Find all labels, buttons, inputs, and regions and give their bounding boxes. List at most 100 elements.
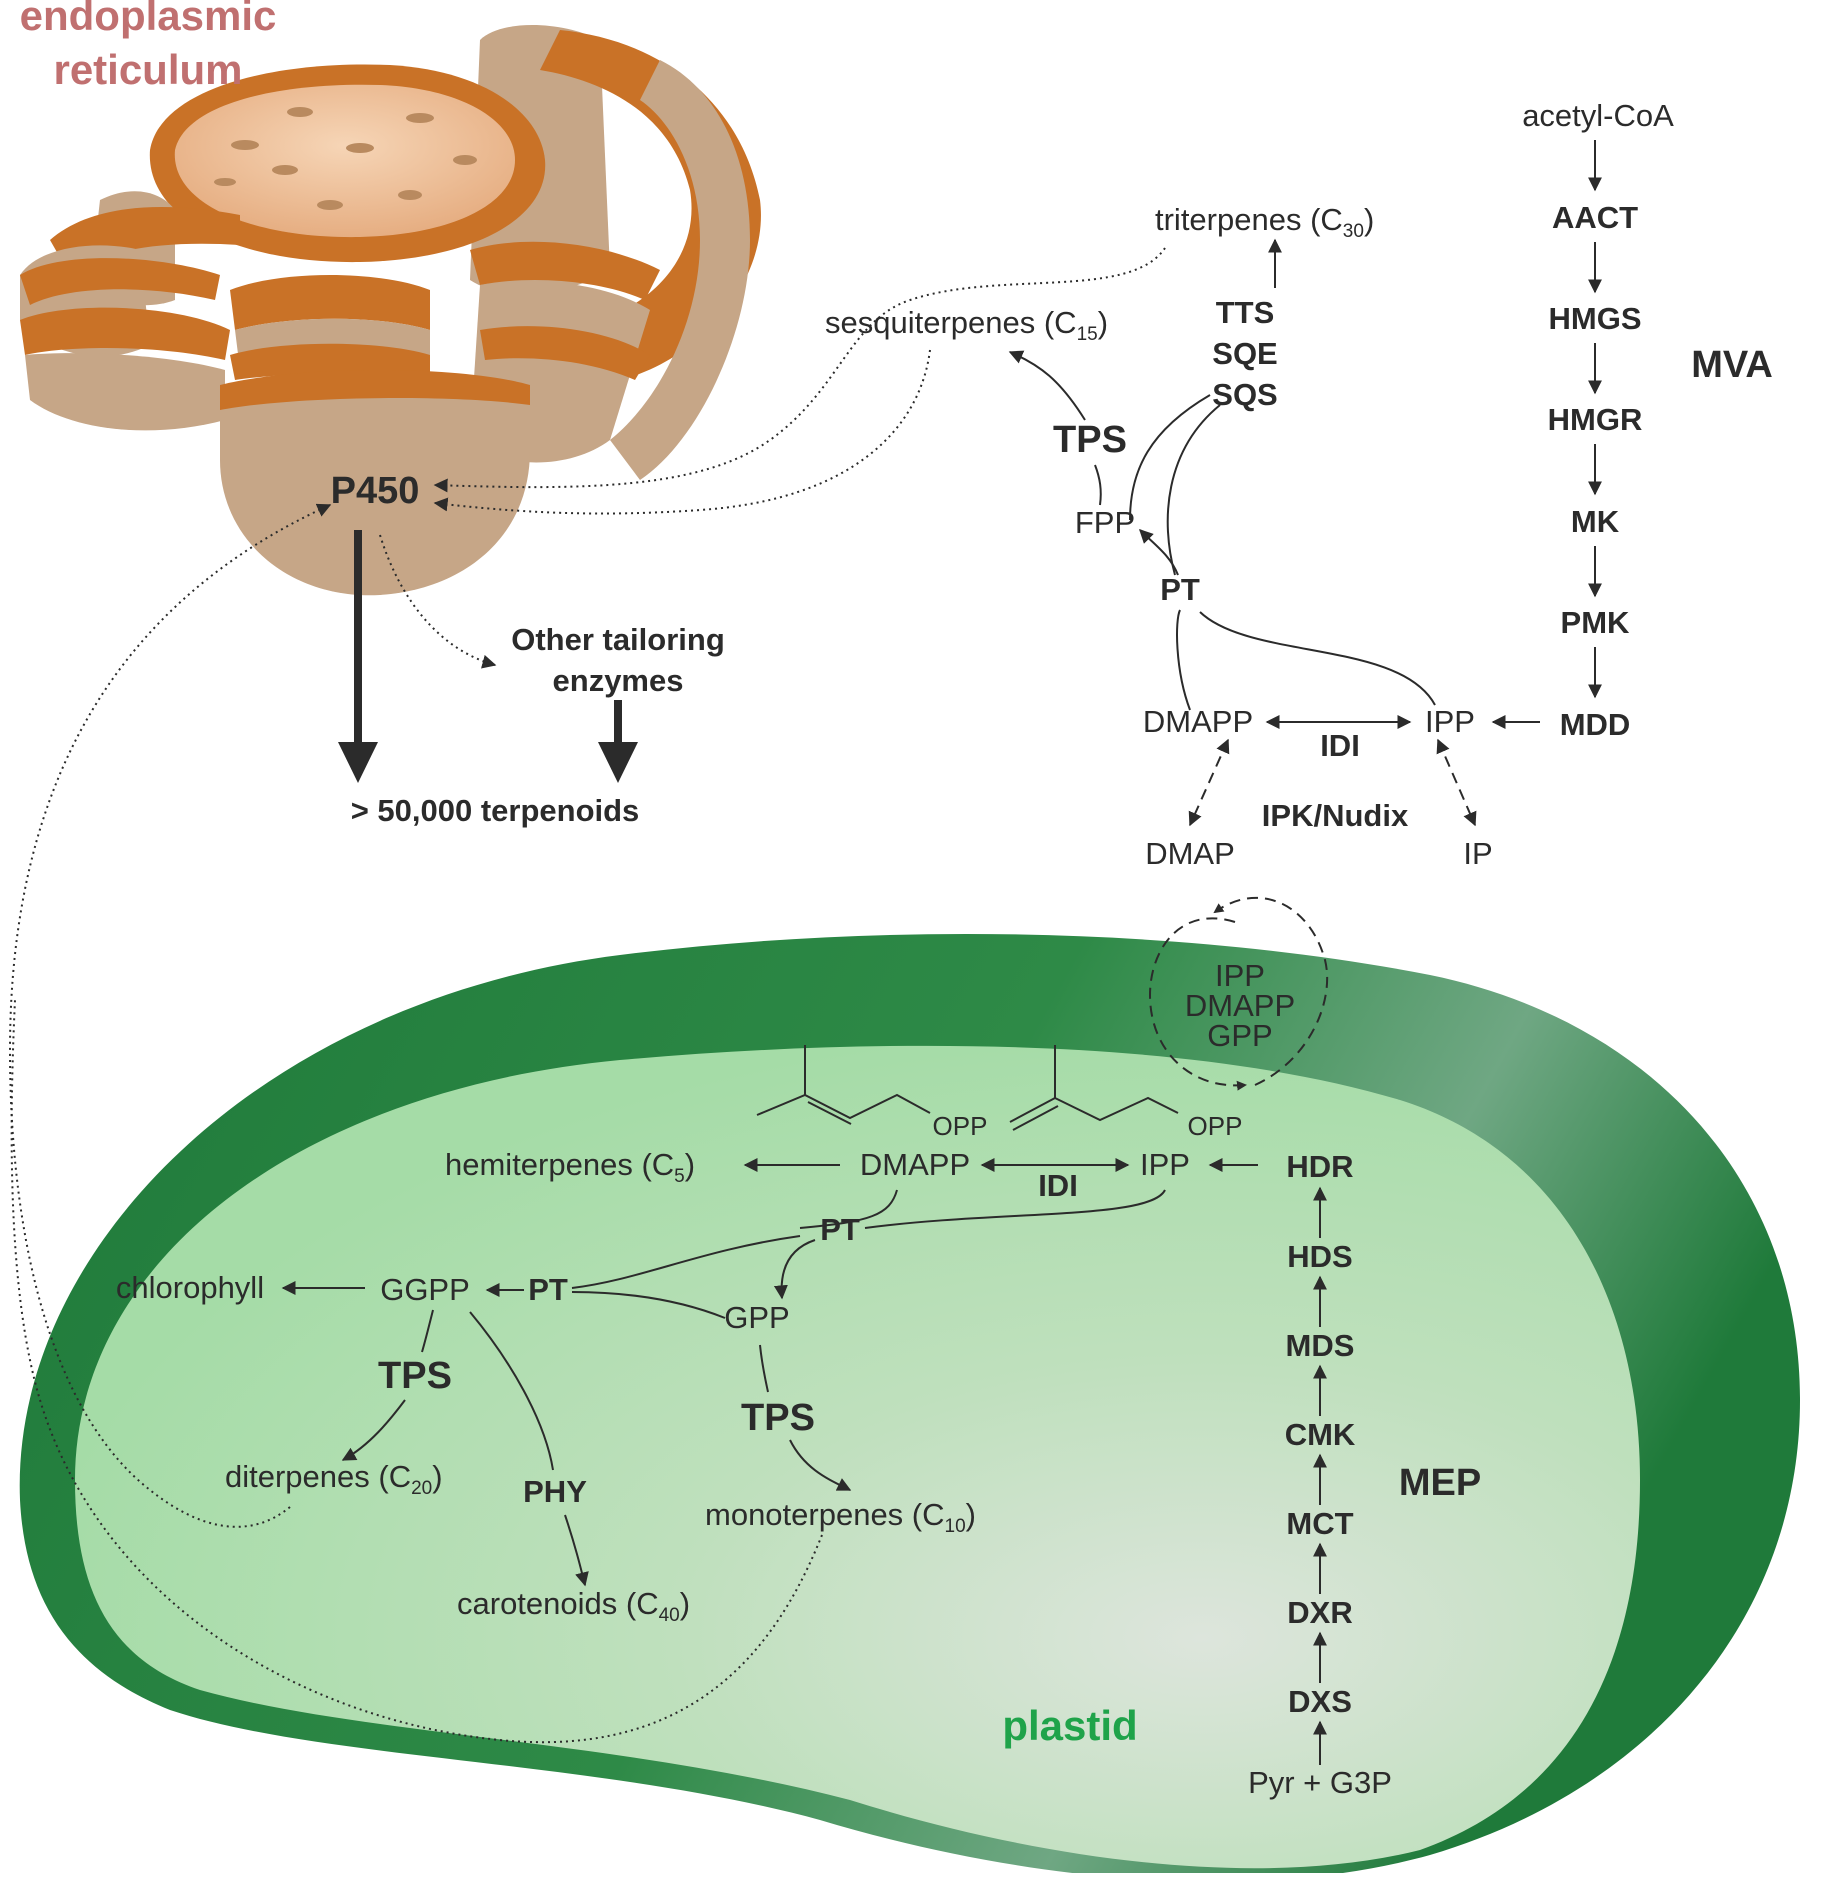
mep-enzyme-dxs: DXS	[1288, 1684, 1352, 1719]
dmapp-to-pt	[1176, 609, 1191, 711]
plastid-compartment	[19, 933, 1800, 1878]
mva-enzyme-mdd: MDD	[1560, 707, 1631, 742]
mep-phy: PHY	[523, 1474, 587, 1509]
gpp-to-tps	[759, 1344, 769, 1393]
tps-to-monoterpenes	[789, 1439, 852, 1491]
mva-tts: TTS	[1216, 295, 1275, 330]
mva-idi: IDI	[1320, 728, 1360, 763]
tps-to-diterpenes	[341, 1399, 406, 1461]
er-cisterna	[20, 258, 220, 305]
pyr-g3p-label: Pyr + G3P	[1248, 1765, 1392, 1800]
mep-pt-lower: PT	[528, 1272, 568, 1307]
mep-ggpp: GGPP	[380, 1272, 470, 1307]
p450-dotted-connectors	[8, 247, 1166, 1744]
transport-dmapp: DMAPP	[1185, 988, 1295, 1023]
dmapp-to-pt	[799, 1189, 898, 1229]
mep-pathway-label: MEP	[1399, 1462, 1481, 1504]
monoterpenes-label: monoterpenes (C10)	[705, 1497, 976, 1537]
fpp-to-sqs-1	[1129, 394, 1211, 521]
mva-pathway-label: MVA	[1691, 344, 1773, 386]
er-sheet	[25, 353, 225, 431]
dmapp-structure: OPP	[756, 1045, 988, 1141]
ggpp-to-tps	[421, 1309, 434, 1353]
tps-to-sesquiterpenes	[1008, 350, 1086, 421]
mep-tps-gpp: TPS	[741, 1397, 815, 1439]
other-enzymes-line1: Other tailoring	[511, 622, 725, 657]
mep-enzyme-mds: MDS	[1286, 1328, 1355, 1363]
er-label-line1: endoplasmic	[20, 0, 277, 39]
ipp-to-pt	[864, 1189, 1166, 1229]
transport-ipp: IPP	[1215, 958, 1265, 993]
mep-enzyme-cmk: CMK	[1285, 1417, 1356, 1452]
mep-enzyme-column: Pyr + G3P DXS DXR MCT CMK MDS HDS HDR	[1248, 1149, 1392, 1800]
mva-enzyme-hmgr: HMGR	[1548, 402, 1643, 437]
mva-ip: IP	[1463, 836, 1492, 871]
er-front-sheet	[220, 385, 530, 596]
fpp-to-tps	[1094, 464, 1102, 506]
sesquiterpenes-label: sesquiterpenes (C15)	[825, 305, 1108, 345]
upper-pt-to-lower-pt	[571, 1235, 801, 1289]
mep-ipp: IPP	[1140, 1147, 1190, 1182]
mva-dmap: DMAP	[1145, 836, 1235, 871]
transport-shuttle: IPP DMAPP GPP	[1148, 896, 1329, 1091]
big-output-arrows	[338, 530, 638, 783]
er-cisterna	[470, 241, 660, 300]
mep-enzyme-dxr: DXR	[1287, 1595, 1352, 1630]
er-label-line2: reticulum	[53, 46, 242, 93]
mva-tps: TPS	[1053, 419, 1127, 461]
mva-enzyme-hmgs: HMGS	[1549, 301, 1642, 336]
mva-ipp: IPP	[1425, 704, 1475, 739]
ggpp-to-phy	[469, 1311, 554, 1471]
er-cisterna	[480, 326, 650, 380]
mva-enzyme-mk: MK	[1571, 504, 1620, 539]
mva-enzyme-aact: AACT	[1552, 200, 1638, 235]
mep-gpp: GPP	[724, 1300, 789, 1335]
acetyl-coa-label: acetyl-CoA	[1522, 98, 1674, 133]
mva-fpp: FPP	[1075, 505, 1135, 540]
er-organelle	[20, 25, 761, 596]
diterpenes-label: diterpenes (C20)	[225, 1459, 443, 1499]
er-cisterna	[20, 307, 230, 360]
mep-dmapp: DMAPP	[860, 1147, 970, 1182]
terpenoids-output-label: > 50,000 terpenoids	[351, 793, 640, 828]
hemiterpenes-label: hemiterpenes (C5)	[445, 1147, 695, 1187]
phy-to-carotenoids	[564, 1514, 589, 1587]
gpp-to-lower-pt	[571, 1291, 726, 1319]
mva-sqs: SQS	[1212, 377, 1277, 412]
mva-enzyme-column: AACT HMGS HMGR MK PMK MDD	[1548, 140, 1643, 742]
triterpenes-label: triterpenes (C30)	[1155, 202, 1374, 242]
chlorophyll-label: chlorophyll	[116, 1270, 264, 1305]
ipp-opp: OPP	[1188, 1111, 1243, 1141]
er-pores	[214, 107, 477, 210]
mva-sqe: SQE	[1212, 336, 1277, 371]
pt-to-fpp	[1139, 529, 1179, 576]
mva-enzyme-pmk: PMK	[1561, 605, 1631, 640]
plastid-inner-membrane	[75, 1045, 1640, 1869]
mep-enzyme-hds: HDS	[1287, 1239, 1352, 1274]
mva-ipk-nudix: IPK/Nudix	[1262, 798, 1409, 833]
ipp-to-pt	[1199, 611, 1436, 706]
er-cisterna	[230, 275, 430, 330]
mva-dmapp: DMAPP	[1143, 704, 1253, 739]
other-enzymes-line2: enzymes	[553, 663, 684, 698]
p450-label: P450	[331, 470, 420, 512]
ipp-structure: OPP	[1009, 1045, 1243, 1141]
mva-pt: PT	[1160, 572, 1200, 607]
er-cisterna	[220, 370, 530, 410]
fpp-to-sqs-2	[1166, 404, 1221, 576]
pt-to-gpp	[773, 1239, 816, 1300]
plastid-label: plastid	[1002, 1702, 1137, 1749]
mep-enzyme-mct: MCT	[1286, 1506, 1353, 1541]
dmapp-opp: OPP	[933, 1111, 988, 1141]
mep-enzyme-hdr: HDR	[1286, 1149, 1353, 1184]
ipp-ip-dashed	[1436, 738, 1477, 827]
er-sheet	[610, 60, 750, 480]
transport-gpp: GPP	[1207, 1018, 1272, 1053]
carotenoids-label: carotenoids (C40)	[457, 1586, 690, 1626]
er-lumen	[174, 84, 515, 238]
mep-tps-ggpp: TPS	[378, 1355, 452, 1397]
mep-idi: IDI	[1038, 1168, 1078, 1203]
dmapp-dmap-dashed	[1188, 738, 1230, 827]
